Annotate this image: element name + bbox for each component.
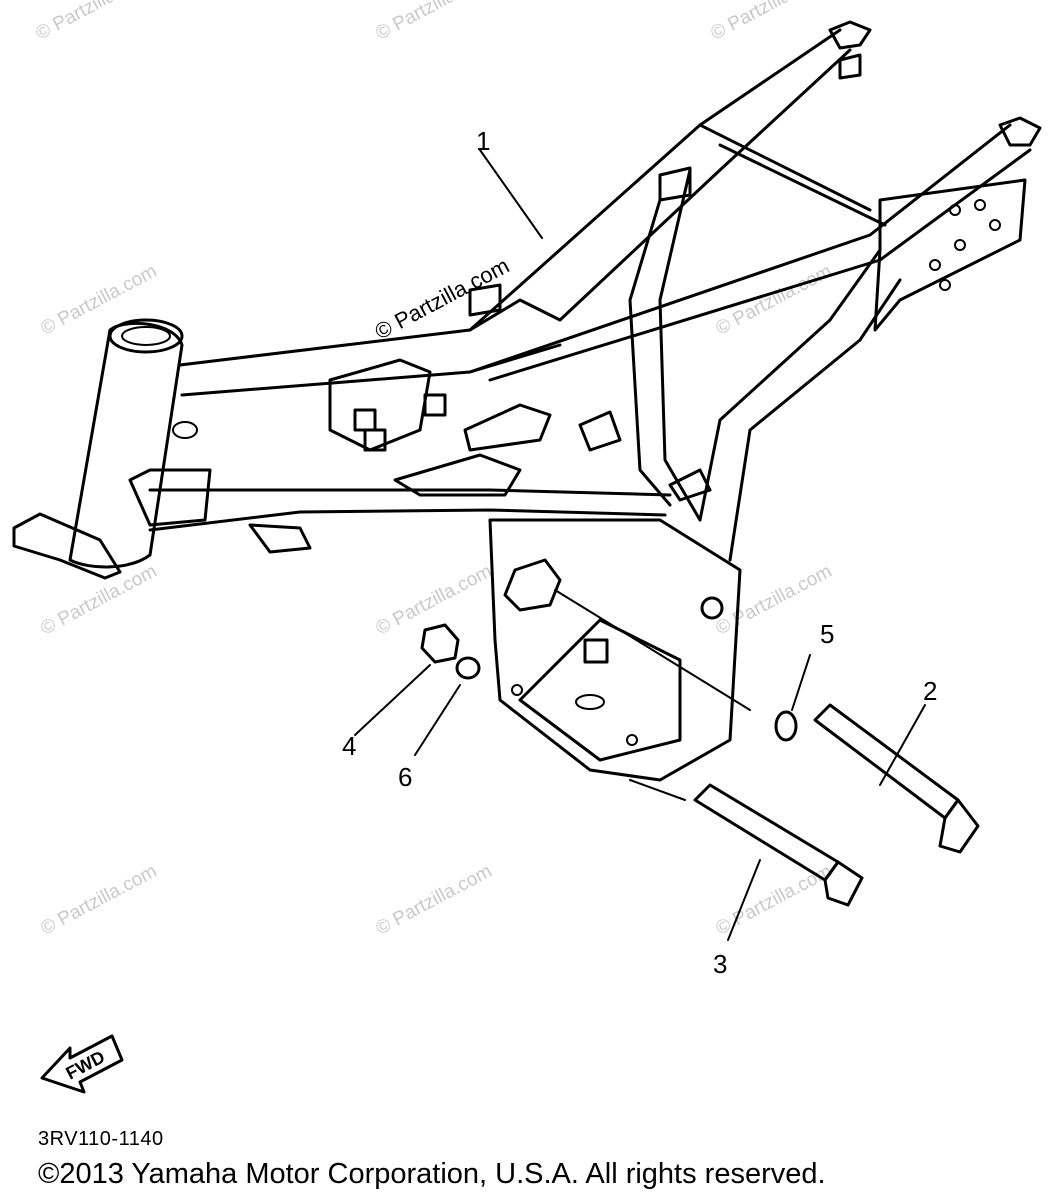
watermark: © Partzilla.com — [712, 561, 835, 640]
watermark: © Partzilla.com — [707, 0, 830, 44]
watermark: © Partzilla.com — [37, 561, 160, 640]
reference-code: 3RV110-1140 — [38, 1128, 164, 1150]
callout-4: 4 — [342, 731, 356, 761]
watermark: © Partzilla.com — [372, 861, 495, 940]
callout-5: 5 — [820, 619, 834, 649]
callout-labels: 1 2 3 4 5 6 — [342, 126, 937, 979]
callout-6: 6 — [398, 762, 412, 792]
watermark: © Partzilla.com — [712, 861, 835, 940]
hardware-parts — [354, 149, 980, 941]
callout-1: 1 — [476, 126, 490, 156]
watermark: © Partzilla.com — [32, 0, 155, 44]
callout-2: 2 — [923, 676, 937, 706]
callout-3: 3 — [713, 949, 727, 979]
fwd-arrow-icon: FWD — [40, 1034, 124, 1094]
main-frame — [12, 20, 1042, 782]
watermark: © Partzilla.com — [37, 861, 160, 940]
watermark: © Partzilla.com — [712, 261, 835, 340]
watermark: © Partzilla.com — [372, 0, 495, 44]
copyright-notice: ©2013 Yamaha Motor Corporation, U.S.A. A… — [38, 1158, 826, 1190]
watermark-center: © Partzilla.com — [371, 253, 514, 345]
